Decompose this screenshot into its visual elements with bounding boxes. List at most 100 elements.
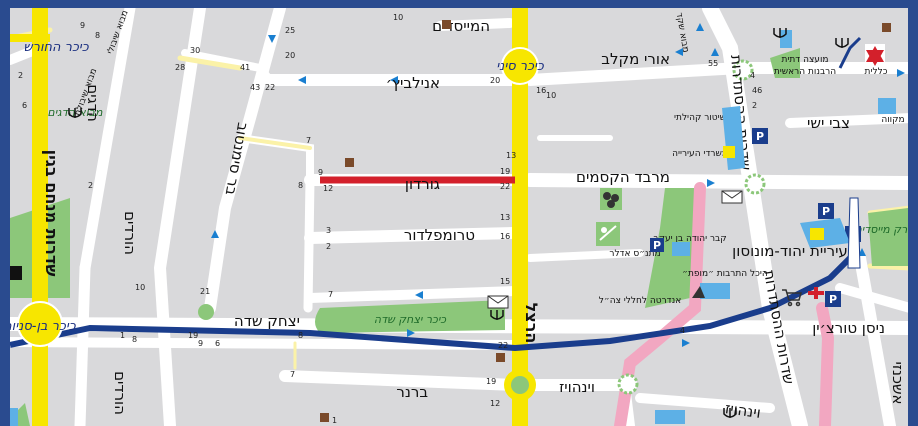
svg-text:7: 7 (328, 290, 333, 299)
park-meysdim: פארק מייסדים (854, 223, 908, 236)
tree-icon[interactable] (596, 188, 622, 246)
svg-text:19: 19 (500, 167, 510, 176)
svg-text:10: 10 (135, 283, 145, 292)
menorah-icon[interactable] (68, 108, 82, 118)
svg-text:12: 12 (323, 184, 333, 193)
svg-text:20: 20 (285, 51, 295, 60)
svg-text:2: 2 (326, 242, 331, 251)
svg-text:16: 16 (500, 232, 510, 241)
svg-text:12: 12 (490, 399, 500, 408)
parking-icon[interactable]: P (818, 203, 834, 219)
svg-text:2: 2 (752, 101, 757, 110)
poi-clalit[interactable]: כללית (865, 67, 888, 77)
svg-text:8: 8 (298, 181, 303, 190)
street-yitzhak-sadeh: יצחק שדה (234, 312, 300, 330)
svg-text:13: 13 (506, 151, 516, 160)
route-line[interactable] (10, 250, 858, 352)
svg-text:9: 9 (80, 21, 85, 30)
building-icon (10, 30, 792, 426)
poi-idf-memorial[interactable]: אנדרטה לחללי צה״ל (599, 296, 681, 306)
square-hahoresh: כיכר החורש (23, 40, 88, 55)
one-way-arrows (211, 23, 905, 347)
svg-text:46: 46 (752, 86, 762, 95)
svg-text:16: 16 (536, 86, 546, 95)
poi-religious-council[interactable]: מועצה דתית (781, 55, 828, 65)
svg-text:P: P (829, 293, 837, 306)
svg-text:2: 2 (18, 71, 23, 80)
parking-icon[interactable]: P (650, 238, 664, 252)
poi-tomb-yehuda-ben-yaakov[interactable]: קבר יהודה בן יעקב (653, 234, 726, 244)
svg-text:28: 28 (175, 63, 185, 72)
street-trumpeldor: טרומפלדור (404, 226, 475, 244)
street-tzvi-yishai: צבי ישי (807, 114, 850, 132)
roundabouts (17, 47, 766, 401)
svg-text:1: 1 (332, 416, 337, 425)
svg-text:6: 6 (215, 339, 220, 348)
menorah-icon[interactable] (490, 28, 849, 418)
svg-text:41: 41 (240, 63, 250, 72)
street-nisan-turtzin: ניסן טורצ׳ין (812, 319, 885, 337)
poi-community-policing[interactable]: שיטור קהילתי (674, 113, 726, 123)
street-merved-hakesamim: מרבד הקסמים (576, 168, 670, 186)
hotel-icon[interactable] (10, 98, 896, 298)
street-brenner: ברנר (396, 383, 428, 401)
poi-adler-mc[interactable]: מתנ״ס אדלר (609, 249, 660, 259)
svg-text:3: 3 (326, 226, 331, 235)
cart-icon[interactable] (782, 289, 802, 307)
svg-text:7: 7 (306, 136, 311, 145)
municipality-icon[interactable] (800, 218, 850, 248)
magen-david-adom-icon[interactable] (865, 44, 885, 66)
svg-text:4: 4 (680, 326, 685, 335)
map-canvas: המייסדים אורי מקלב אנילביץ׳ גורדון מרבד … (10, 8, 908, 426)
street-ashkenazi: אשכנזי (889, 361, 907, 404)
street-map[interactable]: המייסדים אורי מקלב אנילביץ׳ גורדון מרבד … (10, 8, 908, 426)
svg-text:4: 4 (750, 71, 755, 80)
street-horodim: הורדים (121, 211, 139, 255)
medical-icon[interactable] (808, 287, 824, 299)
svg-text:7: 7 (290, 370, 295, 379)
svg-text:P: P (822, 205, 830, 218)
svg-text:15: 15 (500, 277, 510, 286)
street-hadegim: הדגים (84, 84, 102, 121)
police-icon[interactable] (722, 106, 745, 170)
street-mavo-shaked: מבוא שקד (674, 12, 691, 53)
poi-chief-rabbinate[interactable]: הרבנות הראשית (774, 67, 836, 77)
svg-text:20: 20 (490, 76, 500, 85)
svg-text:8: 8 (95, 31, 100, 40)
poi-culture-hall[interactable]: היכל התרבות ״מופת״ (682, 269, 768, 279)
street-hamaysdim: המייסדים (432, 17, 490, 35)
svg-text:22: 22 (265, 83, 275, 92)
svg-text:8: 8 (298, 331, 303, 340)
square-sinai: כיכר סיני (496, 59, 544, 74)
svg-text:10: 10 (393, 13, 403, 22)
svg-text:22: 22 (500, 182, 510, 191)
tower-icon[interactable] (847, 197, 861, 269)
svg-text:1: 1 (120, 331, 125, 340)
street-gordon[interactable]: גורדון (405, 175, 440, 193)
svg-text:9: 9 (198, 339, 203, 348)
house-numbers: 10 20 22 20 25 19 13 22 13 16 15 9 12 7 … (18, 13, 762, 425)
svg-text:P: P (756, 130, 764, 143)
parking-icon[interactable]: P (752, 128, 768, 144)
mail-icon[interactable] (487, 190, 743, 309)
street-anilevich: אנילביץ׳ (386, 74, 440, 92)
svg-text:8: 8 (132, 335, 137, 344)
svg-text:2: 2 (88, 181, 93, 190)
parking-icon[interactable]: P (825, 291, 841, 307)
street-horodim-2: הורדים (111, 371, 129, 415)
street-herzl: הרצל (522, 303, 541, 344)
poi-municipal-offices[interactable]: משרדי העירייה (672, 149, 728, 159)
svg-text:P: P (653, 239, 661, 252)
svg-text:10: 10 (546, 91, 556, 100)
svg-text:30: 30 (190, 46, 200, 55)
svg-text:19: 19 (486, 377, 496, 386)
square-yitzhak-sadeh: כיכר יצחק שדה (374, 313, 446, 326)
square-ben-sinior: כיכר בן-סניור (10, 319, 76, 334)
svg-text:21: 21 (200, 287, 210, 296)
svg-text:13: 13 (500, 213, 510, 222)
street-vinhoiz: וינהויז (559, 378, 595, 396)
street-uri-meklev: אורי מקלב (601, 50, 670, 68)
svg-text:22: 22 (498, 341, 508, 350)
poi-mikveh[interactable]: מקווה (881, 115, 904, 125)
